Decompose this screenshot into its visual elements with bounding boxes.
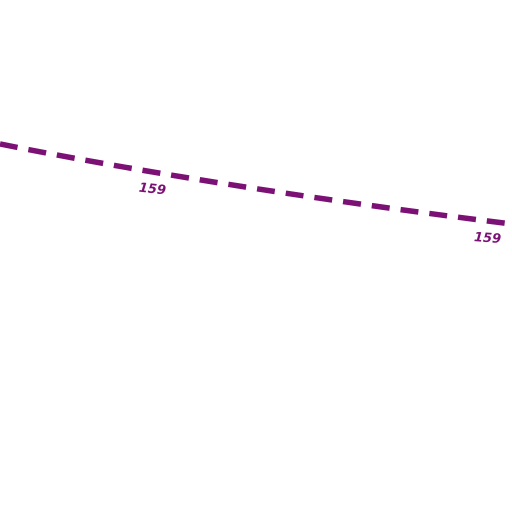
- route-number-label: 159: [138, 181, 167, 199]
- route-159-line[interactable]: [0, 141, 512, 227]
- route-number-label: 159: [473, 230, 501, 247]
